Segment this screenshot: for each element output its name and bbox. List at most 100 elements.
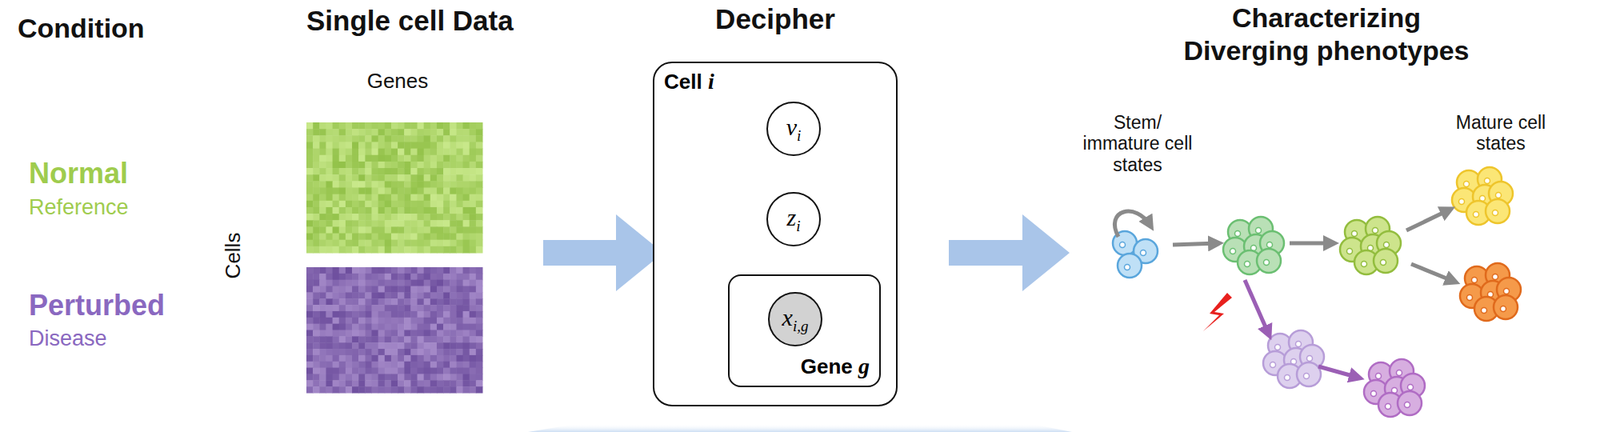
matrix-cell [436, 240, 444, 248]
matrix-cell [430, 336, 438, 343]
matrix-cell [332, 174, 340, 182]
matrix-cell [469, 246, 477, 254]
matrix-cell [358, 180, 366, 188]
matrix-cell [306, 355, 314, 362]
matrix-cell [358, 380, 366, 387]
matrix-cell [319, 188, 327, 196]
matrix-cell [449, 386, 457, 393]
matrix-cell [436, 324, 444, 331]
matrix-cell [397, 135, 405, 143]
matrix-cell [312, 380, 320, 387]
matrix-cell [449, 286, 457, 293]
plate-index: i [708, 68, 715, 94]
matrix-cell [404, 246, 412, 254]
matrix-cell [449, 348, 457, 356]
cell-nucleus [1380, 260, 1387, 266]
matrix-cell [443, 168, 451, 176]
matrix-cell [476, 324, 484, 331]
matrix-cell [371, 368, 379, 375]
matrix-cell [325, 380, 333, 387]
matrix-cell [430, 246, 438, 254]
matrix-cell [430, 226, 438, 234]
matrix-cell [410, 188, 418, 196]
matrix-cell [332, 128, 340, 136]
matrix-cell [469, 155, 477, 163]
matrix-cell [449, 233, 457, 241]
matrix-cell [456, 194, 464, 202]
matrix-cell [449, 207, 457, 215]
matrix-cell [476, 386, 484, 393]
matrix-cell [371, 135, 379, 143]
matrix-cell [404, 174, 412, 182]
matrix-cell [339, 324, 347, 331]
matrix-cell [410, 342, 418, 349]
matrix-cell [325, 188, 333, 196]
matrix-cell [456, 368, 464, 375]
matrix-cell [469, 240, 477, 248]
matrix-cell [469, 161, 477, 169]
matrix-cell [424, 267, 432, 274]
matrix-cell [456, 188, 464, 196]
matrix-cell [443, 324, 451, 331]
matrix-cell [430, 141, 438, 149]
matrix-cell [417, 194, 425, 202]
matrix-cell [358, 174, 366, 182]
matrix-cell [332, 324, 340, 331]
cell-nucleus [1504, 288, 1510, 295]
matrix-cell [463, 286, 471, 293]
matrix-cell [332, 135, 340, 143]
matrix-cell [404, 188, 412, 196]
matrix-cell [430, 330, 438, 337]
matrix-cell [319, 122, 327, 130]
matrix-cell [384, 188, 392, 196]
matrix-cell [312, 233, 320, 241]
matrix-cell [306, 168, 314, 176]
matrix-cell [325, 336, 333, 343]
matrix-cell [371, 373, 379, 380]
cell-nucleus [1385, 404, 1392, 410]
matrix-cell [391, 280, 399, 287]
matrix-cell [463, 348, 471, 356]
matrix-cell [456, 317, 464, 324]
matrix-cell [417, 200, 425, 208]
matrix-cell [352, 233, 360, 241]
matrix-cell [332, 155, 340, 163]
matrix-cell [364, 361, 372, 368]
matrix-cell [358, 386, 366, 393]
matrix-cell [391, 161, 399, 169]
matrix-cell [436, 220, 444, 228]
matrix-cell [384, 233, 392, 241]
matrix-cell [391, 298, 399, 305]
matrix-cell [352, 161, 360, 169]
matrix-cell [430, 180, 438, 188]
matrix-cell [312, 355, 320, 362]
matrix-cell [391, 246, 399, 254]
matrix-cell [410, 386, 418, 393]
matrix-cell [364, 373, 372, 380]
matrix-cell [319, 324, 327, 331]
matrix-cell [443, 226, 451, 234]
matrix-cell [424, 233, 432, 241]
matrix-cell [476, 280, 484, 287]
matrix-cell [443, 317, 451, 324]
matrix-cell [345, 174, 353, 182]
matrix-cell [364, 311, 372, 318]
matrix-cell [358, 311, 366, 318]
matrix-cell [404, 122, 412, 130]
matrix-cell [410, 155, 418, 163]
matrix-cell [410, 286, 418, 293]
matrix-cell [371, 155, 379, 163]
matrix-cell [443, 213, 451, 221]
matrix-cell [384, 226, 392, 234]
matrix-cell [371, 122, 379, 130]
matrix-cell [358, 148, 366, 156]
matrix-cell [410, 304, 418, 312]
matrix-cell [312, 220, 320, 228]
matrix-cell [443, 220, 451, 228]
matrix-cell [319, 148, 327, 156]
matrix-cell [358, 342, 366, 349]
matrix-cell [358, 240, 366, 248]
matrix-cell [424, 298, 432, 305]
matrix-cell [404, 267, 412, 274]
matrix-cell [397, 207, 405, 215]
